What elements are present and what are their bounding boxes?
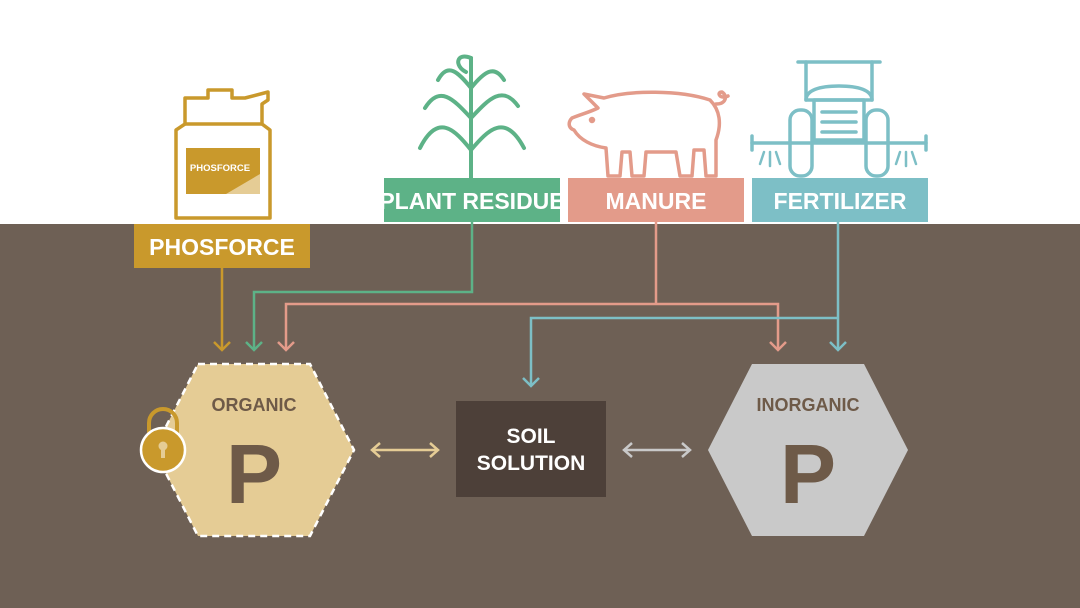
lock-icon: [139, 407, 187, 474]
flow-manure: [277, 222, 787, 352]
exchange-arrow-organic-solution: [370, 442, 440, 458]
manure-source: MANURE: [568, 178, 744, 222]
tractor-sprayer-icon: [750, 60, 928, 178]
phosforce-label: PHOSFORCE: [149, 234, 295, 260]
soil-solution-pool: SOIL SOLUTION: [456, 401, 606, 497]
organic-p-pool: ORGANIC P: [152, 362, 356, 538]
manure-label: MANURE: [606, 188, 707, 214]
plant-residue-label: PLANT RESIDUE: [379, 188, 564, 214]
inorganic-p-pool: INORGANIC P: [708, 364, 908, 536]
soil-solution-line2: SOLUTION: [477, 452, 586, 475]
inorganic-title: INORGANIC: [757, 395, 860, 415]
phosforce-source: PHOSFORCE: [134, 224, 310, 268]
plant-residue-source: PLANT RESIDUE: [379, 178, 565, 222]
fertilizer-source: FERTILIZER: [752, 178, 928, 222]
corn-plant-icon: [418, 54, 526, 180]
flow-fertilizer: [522, 222, 847, 388]
pig-icon: [567, 90, 730, 178]
inorganic-symbol: P: [780, 427, 836, 521]
fertilizer-label: FERTILIZER: [774, 188, 907, 214]
jug-icon: PHOSFORCE: [174, 88, 272, 220]
organic-symbol: P: [226, 427, 282, 521]
flow-phosforce-to-organic: [213, 268, 231, 352]
exchange-arrow-solution-inorganic: [622, 442, 692, 458]
soil-solution-line1: SOIL: [506, 425, 555, 448]
organic-title: ORGANIC: [212, 395, 297, 415]
flow-plant-residue-to-organic: [245, 222, 474, 352]
jug-label-text: PHOSFORCE: [190, 163, 250, 174]
